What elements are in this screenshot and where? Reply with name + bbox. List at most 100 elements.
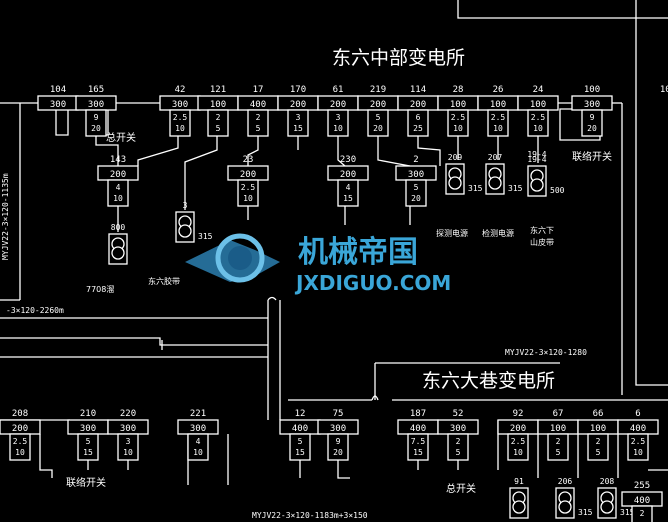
cabinet-id: 255 <box>634 481 650 491</box>
cabinet-rating: 300 <box>80 424 96 434</box>
label-east6-conveyor: 东六胶带 <box>148 276 180 286</box>
relay-box <box>405 179 427 207</box>
relay-setting: 10 <box>513 448 523 457</box>
transformer-capacity: 315 <box>578 508 593 517</box>
transformer-id: 207 <box>488 153 503 162</box>
transformer-capacity: 315 <box>198 232 213 241</box>
relay-setting: 10 <box>123 448 133 457</box>
main-switch-label-1: 总开关 <box>106 131 136 144</box>
cabinet-id: 66 <box>593 409 604 419</box>
watermark-logo: 机械帝国 JXDIGUO.COM <box>185 233 451 295</box>
transformer-id: 208 <box>600 477 615 486</box>
cabinet-rating: 200 <box>510 424 526 434</box>
relay-box <box>507 433 529 461</box>
relay-setting: 15 <box>413 448 423 457</box>
gear-center-icon <box>228 246 252 270</box>
cabinet-id: 6 <box>635 409 640 419</box>
cabinet-id: 75 <box>333 409 344 419</box>
relay-setting: 10 <box>243 194 253 203</box>
mid-transformer-800: 800 <box>108 223 128 265</box>
transformer-capacity: 315 <box>508 184 523 193</box>
relay-setting: 6 <box>416 113 421 122</box>
transformer-coil-icon <box>178 224 192 238</box>
cabinet-id: 208 <box>12 409 28 419</box>
relay-setting: 2 <box>456 437 461 446</box>
relay-box <box>337 179 359 207</box>
relay-box <box>447 433 469 461</box>
relay-setting: 5 <box>376 113 381 122</box>
relay-box <box>169 109 191 137</box>
relay-setting: 4 <box>196 437 201 446</box>
bottom-transformer-91: 91 <box>509 477 529 519</box>
watermark-en: JXDIGUO.COM <box>294 271 451 295</box>
relay-setting: 9 <box>336 437 341 446</box>
cabinet-id: 114 <box>410 85 426 95</box>
cabinet-rating: 300 <box>88 100 104 110</box>
relay-box <box>627 433 649 461</box>
cabinet-id: 92 <box>513 409 524 419</box>
mid-cabinet-id: 19-4 <box>527 150 546 159</box>
relay-setting: 5 <box>556 448 561 457</box>
transformer-id: 3 <box>183 201 188 210</box>
relay-setting: 4 <box>116 183 121 192</box>
cabinet-id: 219 <box>370 85 386 95</box>
relay-setting: 9 <box>590 113 595 122</box>
cabinet-id: 61 <box>333 85 344 95</box>
cable-label-right-feed: MYJV22-3×120-1280 <box>505 348 587 357</box>
relay-setting: 5 <box>216 124 221 133</box>
label-east6-down: 东六下 <box>530 225 554 235</box>
relay-box <box>187 433 209 461</box>
cabinet-rating: 400 <box>292 424 308 434</box>
relay-setting: 5 <box>456 448 461 457</box>
cabinet-rating: 400 <box>410 424 426 434</box>
relay-setting: 10 <box>175 124 185 133</box>
cabinet-rating: 400 <box>634 496 650 506</box>
cabinet-rating: 200 <box>110 170 126 180</box>
cabinet-id: 12 <box>295 409 306 419</box>
relay-box <box>487 109 509 137</box>
cabinet-id: 100 <box>584 85 600 95</box>
transformer-coil-icon <box>558 500 572 514</box>
relay-setting: 15 <box>343 194 353 203</box>
label-7708: 7708溜 <box>86 284 114 294</box>
cabinet-id: 230 <box>340 155 356 165</box>
relay-setting: 10 <box>333 124 343 133</box>
tie-switch-label-3: 联络开关 <box>66 476 106 489</box>
relay-box <box>407 109 429 137</box>
relay-box <box>289 433 311 461</box>
cabinet-id: 170 <box>290 85 306 95</box>
cabinet-rating: 300 <box>120 424 136 434</box>
cabinet-rating: 300 <box>330 424 346 434</box>
cabinet-rating: 200 <box>340 170 356 180</box>
cabinet-id: 221 <box>190 409 206 419</box>
cabinet-rating: 300 <box>408 170 424 180</box>
cabinet-rating: 100 <box>530 100 546 110</box>
relay-setting: 15 <box>293 124 303 133</box>
relay-setting: 2.5 <box>491 113 506 122</box>
relay-setting: 2.5 <box>531 113 546 122</box>
relay-setting: 5 <box>596 448 601 457</box>
transformer-id: 800 <box>111 223 126 232</box>
label-detect-power: 检测电源 <box>482 228 514 238</box>
transformer-capacity: 500 <box>550 186 565 195</box>
cabinet-id: 26 <box>493 85 504 95</box>
station1-title: 东六中部变电所 <box>332 47 465 69</box>
transformer-id: 91 <box>514 477 524 486</box>
relay-setting: 20 <box>333 448 343 457</box>
relay-setting: 2 <box>596 437 601 446</box>
transformer-coil-icon <box>111 246 125 260</box>
relay-setting: 2.5 <box>511 437 526 446</box>
relay-setting: 5 <box>298 437 303 446</box>
station2-title: 东六大巷变电所 <box>422 370 555 392</box>
